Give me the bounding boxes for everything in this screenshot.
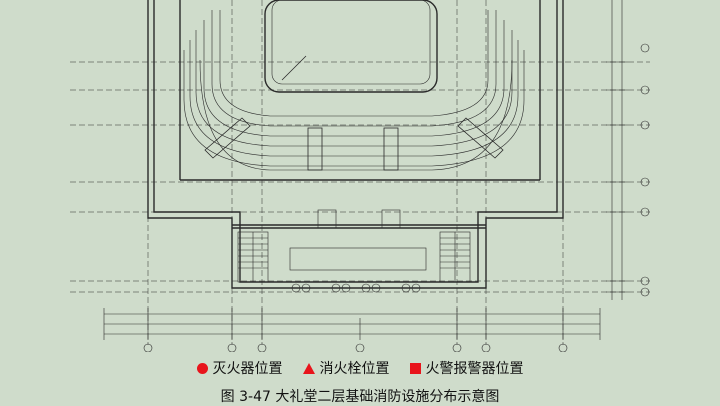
fire-hydrant-icon xyxy=(302,362,315,374)
fire-alarm-icon xyxy=(409,362,421,374)
stage xyxy=(264,0,438,93)
seating-rows xyxy=(183,10,525,171)
floor-plan-drawing xyxy=(70,0,650,352)
legend-item-hydrant: 消火栓位置 xyxy=(302,358,390,378)
staircase-left xyxy=(237,231,269,283)
fire-extinguisher-icon xyxy=(196,362,208,374)
legend-label: 消火栓位置 xyxy=(319,361,390,377)
staircase-right xyxy=(439,231,471,283)
legend-item-extinguisher: 灭火器位置 xyxy=(196,358,283,378)
lobby xyxy=(289,209,427,293)
figure-caption: 图 3-47 大礼堂二层基础消防设施分布示意图 xyxy=(220,389,500,405)
outer-walls xyxy=(147,0,564,289)
legend: 灭火器位置 消火栓位置 火警报警器位置 xyxy=(0,357,720,379)
dimension-lines xyxy=(103,308,601,340)
axis-bubbles xyxy=(143,43,650,352)
seating-aisles xyxy=(204,117,504,171)
dimension-lines-right xyxy=(606,0,628,300)
legend-item-alarm: 火警报警器位置 xyxy=(409,358,524,378)
legend-label: 灭火器位置 xyxy=(212,361,283,377)
legend-label: 火警报警器位置 xyxy=(425,361,524,377)
